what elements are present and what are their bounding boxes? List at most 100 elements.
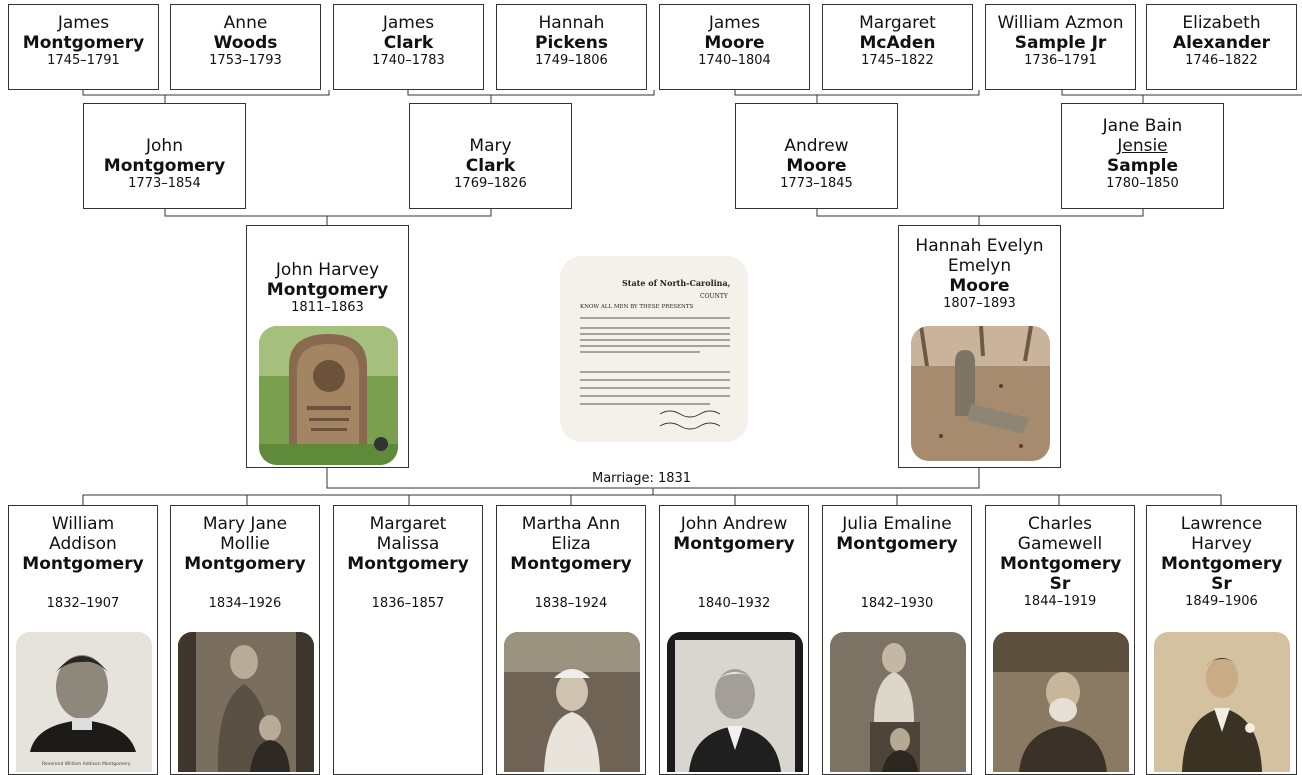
grave-site-photo[interactable] bbox=[911, 326, 1050, 461]
portrait-william-addison[interactable]: Reverend William Addison Montgomery bbox=[16, 632, 152, 772]
given-name: Julia Emaline bbox=[842, 514, 952, 534]
surname: Pickens bbox=[535, 33, 608, 53]
life-years: 1773–1845 bbox=[780, 176, 853, 191]
surname: Montgomery bbox=[22, 554, 144, 574]
given-name: John Harvey bbox=[275, 260, 380, 280]
surname: Montgomery bbox=[510, 554, 632, 574]
life-years: 1834–1926 bbox=[208, 596, 282, 611]
surname: Alexander bbox=[1172, 33, 1271, 53]
person-box-elizabeth-alexander[interactable]: Elizabeth Alexander 1746–1822 bbox=[1146, 4, 1297, 90]
marriage-bond-document[interactable]: State of North-Carolina, COUNTY KNOW ALL… bbox=[560, 256, 748, 442]
document-county: COUNTY bbox=[700, 293, 729, 300]
person-box-hannah-pickens[interactable]: Hannah Pickens 1749–1806 bbox=[496, 4, 647, 90]
surname: Montgomery bbox=[347, 554, 469, 574]
connector-ggp-4 bbox=[1061, 90, 1302, 103]
surname: Montgomery bbox=[184, 554, 306, 574]
life-years: 1838–1924 bbox=[534, 596, 608, 611]
surname: Montgomery bbox=[266, 280, 389, 300]
person-box-william-azmon-sample[interactable]: William Azmon Sample Jr 1736–1791 bbox=[985, 4, 1136, 90]
life-years: 1842–1930 bbox=[860, 596, 934, 611]
person-box-john-montgomery[interactable]: John Montgomery 1773–1854 bbox=[83, 103, 246, 209]
portrait-lawrence-harvey[interactable] bbox=[1154, 632, 1290, 772]
surname: Clark bbox=[465, 156, 516, 176]
given-name: James bbox=[708, 13, 761, 33]
document-know: KNOW ALL MEN BY THESE PRESENTS bbox=[580, 304, 694, 310]
life-years: 1736–1791 bbox=[1024, 53, 1097, 68]
person-box-james-moore[interactable]: James Moore 1740–1804 bbox=[659, 4, 810, 90]
portrait-julia-emaline[interactable] bbox=[830, 632, 966, 772]
given-name: Margaret bbox=[859, 13, 936, 33]
connector-gp-1 bbox=[164, 209, 492, 225]
given-name: John Andrew bbox=[680, 514, 788, 534]
given-name: Mary bbox=[469, 136, 512, 156]
given-name: Andrew bbox=[784, 136, 849, 156]
life-years: 1749–1806 bbox=[535, 53, 608, 68]
life-years: 1844–1919 bbox=[1023, 594, 1097, 609]
surname: McAden bbox=[859, 33, 936, 53]
life-years: 1740–1783 bbox=[372, 53, 445, 68]
surname: Montgomery bbox=[836, 534, 958, 554]
given-name: Charles Gamewell bbox=[1017, 514, 1103, 554]
surname: Montgomery Sr bbox=[1161, 554, 1283, 594]
life-years: 1745–1791 bbox=[47, 53, 120, 68]
life-years: 1753–1793 bbox=[209, 53, 282, 68]
surname: Montgomery bbox=[22, 33, 145, 53]
person-box-mary-clark[interactable]: Mary Clark 1769–1826 bbox=[409, 103, 572, 209]
life-years: 1832–1907 bbox=[46, 596, 120, 611]
given-name: Martha Ann Eliza bbox=[521, 514, 621, 554]
life-years: 1807–1893 bbox=[943, 296, 1016, 311]
person-box-anne-woods[interactable]: Anne Woods 1753–1793 bbox=[170, 4, 321, 90]
portrait-mary-jane[interactable] bbox=[178, 632, 314, 772]
surname: Moore bbox=[786, 156, 847, 176]
given-name: Lawrence Harvey bbox=[1180, 514, 1263, 554]
surname: Moore bbox=[949, 276, 1010, 296]
portrait-martha-ann[interactable] bbox=[504, 632, 640, 772]
document-state: State of North-Carolina, bbox=[622, 278, 731, 288]
portrait-john-andrew[interactable] bbox=[667, 632, 803, 772]
given-name: Margaret Malissa bbox=[369, 514, 447, 554]
life-years: 1769–1826 bbox=[454, 176, 527, 191]
given-name: Hannah bbox=[538, 13, 605, 33]
surname: Sample Jr bbox=[1014, 33, 1107, 53]
life-years: 1849–1906 bbox=[1185, 594, 1258, 609]
given-name: James bbox=[382, 13, 435, 33]
child-box-margaret-malissa[interactable]: Margaret Malissa Montgomery 1836–1857 bbox=[333, 505, 483, 775]
given-name: William Addison bbox=[49, 514, 117, 554]
given-name: Elizabeth bbox=[1182, 13, 1261, 33]
surname: Sample bbox=[1107, 156, 1178, 176]
surname: Montgomery bbox=[103, 156, 226, 176]
person-box-margaret-mcaden[interactable]: Margaret McAden 1745–1822 bbox=[822, 4, 973, 90]
surname: Woods bbox=[213, 33, 278, 53]
given-name: John bbox=[146, 136, 183, 156]
gravestone-photo[interactable] bbox=[259, 326, 398, 465]
surname: Moore bbox=[704, 33, 765, 53]
given-name: Hannah Evelyn Emelyn bbox=[915, 236, 1044, 276]
surname: Montgomery bbox=[673, 534, 795, 554]
life-years: 1840–1932 bbox=[697, 596, 771, 611]
surname: Montgomery Sr bbox=[1000, 554, 1122, 594]
nickname: Jensie bbox=[1117, 136, 1168, 156]
surname: Clark bbox=[383, 33, 434, 53]
connector-children bbox=[82, 488, 1222, 505]
given-name: William Azmon bbox=[997, 13, 1124, 33]
person-box-andrew-moore[interactable]: Andrew Moore 1773–1845 bbox=[735, 103, 898, 209]
person-box-james-montgomery[interactable]: James Montgomery 1745–1791 bbox=[8, 4, 159, 90]
marriage-label: Marriage: 1831 bbox=[590, 471, 694, 486]
given-name: Mary Jane Mollie bbox=[202, 514, 288, 554]
given-name: James bbox=[57, 13, 110, 33]
life-years: 1745–1822 bbox=[861, 53, 934, 68]
connector-ggp-3 bbox=[734, 90, 980, 103]
life-years: 1780–1850 bbox=[1106, 176, 1179, 191]
given-name: Anne bbox=[223, 13, 268, 33]
portrait-charles-gamewell[interactable] bbox=[993, 632, 1129, 772]
photo-caption: Reverend William Addison Montgomery bbox=[42, 761, 131, 767]
connector-ggp-2 bbox=[407, 90, 655, 103]
connector-gp-2 bbox=[816, 209, 1144, 225]
connector-ggp-1 bbox=[82, 90, 330, 103]
life-years: 1740–1804 bbox=[698, 53, 771, 68]
person-box-james-clark[interactable]: James Clark 1740–1783 bbox=[333, 4, 484, 90]
life-years: 1836–1857 bbox=[371, 596, 445, 611]
person-box-jane-bain-sample[interactable]: Jane Bain Jensie Sample 1780–1850 bbox=[1061, 103, 1224, 209]
life-years: 1746–1822 bbox=[1185, 53, 1258, 68]
